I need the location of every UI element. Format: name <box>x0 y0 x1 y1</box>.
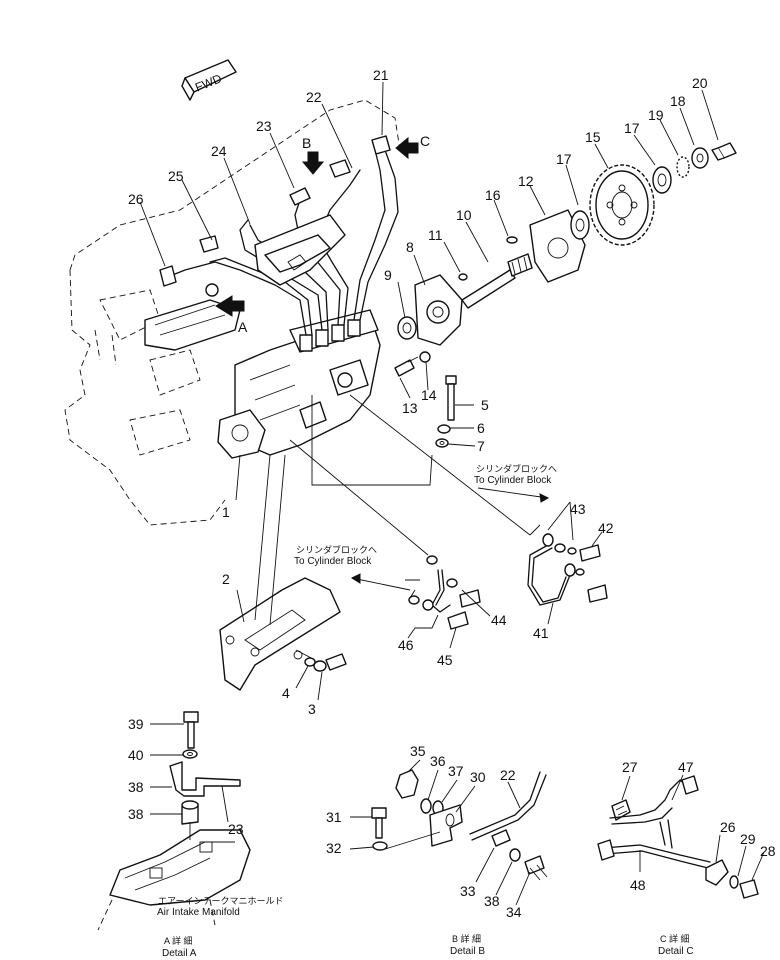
callout-32: 31 <box>326 809 342 825</box>
callout-43: 41 <box>533 625 549 641</box>
to-block-arrows <box>350 487 550 591</box>
callout-12: 12 <box>518 173 534 189</box>
view-arrow-b-label: B <box>302 135 311 151</box>
callout-2: 2 <box>222 571 230 587</box>
callout-24: 24 <box>211 143 227 159</box>
callout-17: 17 <box>556 151 572 167</box>
callout-22-detail-c: 48 <box>630 877 646 893</box>
manifold-label-jp: エアーインテークマニホールド <box>158 896 283 906</box>
callout-39: 38 <box>128 779 144 795</box>
callout-47: 45 <box>437 652 453 668</box>
callout-31: 30 <box>470 769 486 785</box>
callout-19: 19 <box>648 107 664 123</box>
callout-42: 40 <box>128 747 144 763</box>
detail-c: 27 47 26 29 28 48 C 詳 細 Detail C <box>597 759 776 957</box>
callout-45: 43 <box>570 501 586 517</box>
callout-35: 34 <box>506 904 522 920</box>
callout-9: 9 <box>384 267 392 283</box>
callout-16: 16 <box>485 187 501 203</box>
callout-41: 39 <box>128 716 144 732</box>
detail-c-label-en: Detail C <box>658 946 694 957</box>
callout-36: 35 <box>410 743 426 759</box>
callout-3: 3 <box>308 701 316 717</box>
detail-b: 35 36 37 30 22 31 32 33 38 34 B 詳 細 Deta… <box>326 743 548 957</box>
note-to-block-1-en: To Cylinder Block <box>474 475 552 486</box>
callout-33: 32 <box>326 840 342 856</box>
callout-46: 44 <box>491 612 507 628</box>
callout-1: 1 <box>222 504 230 520</box>
callout-40: 38 <box>128 806 144 822</box>
callout-25: 25 <box>168 168 184 184</box>
callout-38b: 38 <box>484 893 500 909</box>
detail-a-label-en: Detail A <box>162 948 197 959</box>
callout-29: 28 <box>760 843 776 859</box>
mount-bolts <box>394 351 457 448</box>
pump-bracket <box>219 454 341 691</box>
callout-28: 27 <box>622 759 638 775</box>
lube-pipe-46 <box>289 439 481 630</box>
callout-13: 13 <box>402 400 418 416</box>
pump-drive-gear <box>589 164 655 246</box>
detail-b-label-jp: B 詳 細 <box>452 933 481 944</box>
note-to-block-2-en: To Cylinder Block <box>294 556 372 567</box>
view-arrow-c-label: C <box>420 133 430 149</box>
note-to-block-1-jp: シリンダブロックへ <box>476 463 557 474</box>
callout-7: 7 <box>477 438 485 454</box>
lube-pipe-43 <box>349 394 608 606</box>
bracket-bolts <box>295 649 347 672</box>
injection-lines <box>159 135 399 336</box>
callout-22: 22 <box>306 89 322 105</box>
callout-15: 15 <box>585 129 601 145</box>
callout-23-detail-b: 22 <box>500 767 516 783</box>
callout-26-detail-a: 23 <box>228 821 244 837</box>
callouts-main: 1 2 3 4 5 6 7 8 9 10 11 12 13 14 15 16 1… <box>128 67 708 717</box>
leader-lines <box>139 81 719 701</box>
callout-48: 46 <box>398 637 414 653</box>
callout-21-detail-c: 47 <box>678 759 694 775</box>
fwd-direction-tag: FWD <box>181 59 237 101</box>
manifold-label-en: Air Intake Manifold <box>157 907 240 918</box>
view-arrow-a-label: A <box>238 319 248 335</box>
detail-c-label-jp: C 詳 細 <box>660 933 690 944</box>
callout-20: 20 <box>692 75 708 91</box>
detail-a-label-jp: A 詳 細 <box>164 935 193 946</box>
injection-pump <box>217 309 381 459</box>
drive-train <box>397 142 737 346</box>
callout-5: 5 <box>481 397 489 413</box>
detail-a: 39 40 38 38 23 エアーインテークマニホールド Air Intake… <box>97 711 283 959</box>
callout-27: 26 <box>720 819 736 835</box>
callout-18: 18 <box>670 93 686 109</box>
callout-37: 36 <box>430 753 446 769</box>
cylinder-head-cover <box>254 214 346 286</box>
callout-14: 14 <box>421 387 437 403</box>
callout-8: 8 <box>406 239 414 255</box>
callout-10: 10 <box>456 207 472 223</box>
callout-11: 11 <box>428 227 443 243</box>
detail-b-label-en: Detail B <box>450 946 485 957</box>
callout-23: 23 <box>256 118 272 134</box>
callout-34: 33 <box>460 883 476 899</box>
callout-38: 37 <box>448 763 464 779</box>
notes: シリンダブロックへ To Cylinder Block シリンダブロックへ To… <box>294 463 557 567</box>
callout-30: 29 <box>740 831 756 847</box>
intake-manifold-main <box>144 299 241 351</box>
note-to-block-2-jp: シリンダブロックへ <box>296 544 377 555</box>
callout-4: 4 <box>282 685 290 701</box>
callout-44: 42 <box>598 520 614 536</box>
callout-21: 21 <box>373 67 389 83</box>
callout-26: 26 <box>128 191 144 207</box>
callout-6: 6 <box>477 420 485 436</box>
callout-17b: 17 <box>624 120 640 136</box>
view-arrows: A B C <box>215 133 430 335</box>
